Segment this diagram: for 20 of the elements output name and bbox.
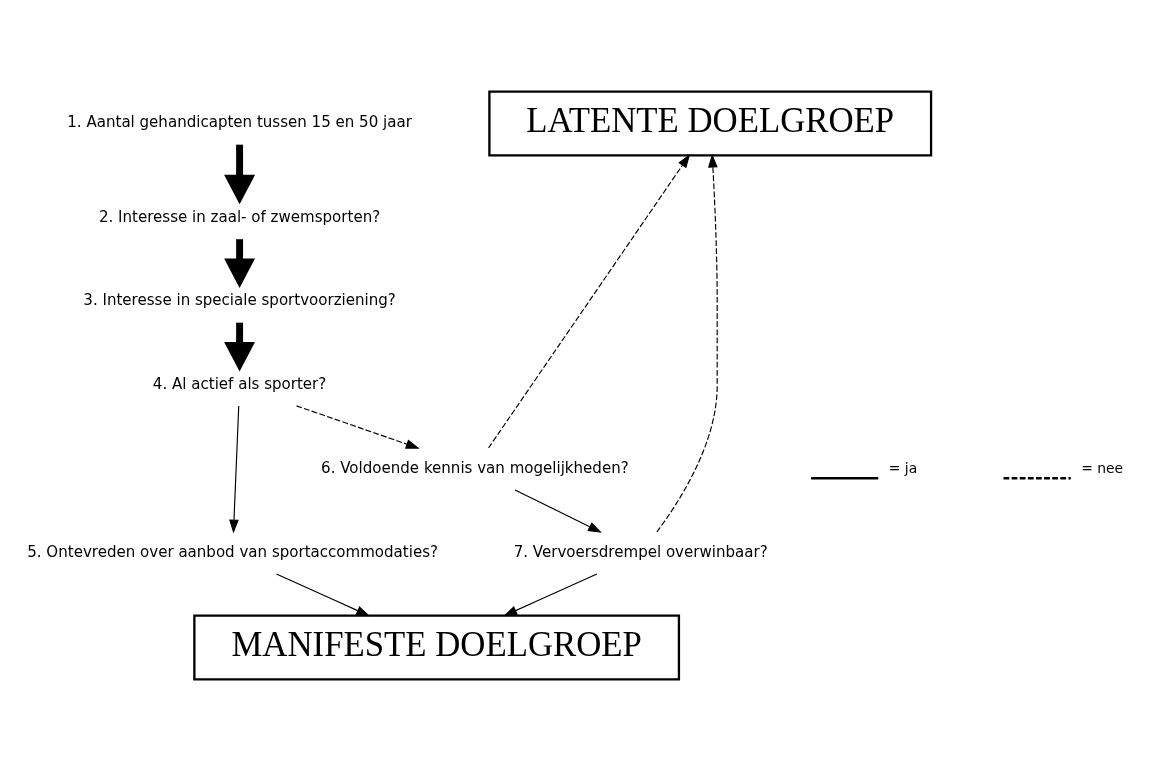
arrow [275, 573, 371, 617]
node-text: 1. Aantal gehandicapten tussen 15 en 50 jaar [67, 113, 412, 132]
legend-label: = nee [1081, 460, 1124, 477]
arrow [229, 405, 240, 534]
arrow [656, 153, 718, 533]
node-text: 6. Voldoende kennis van mogelijkheden? [321, 458, 629, 477]
node-text: 5. Ontevreden over aanbod van sportaccommodaties? [27, 542, 439, 561]
arrow [503, 573, 598, 617]
node-box: MANIFESTE DOELGROEP [193, 614, 681, 681]
node-text: 7. Vervoersdrempel overwinbaar? [513, 542, 768, 561]
node-box: LATENTE DOELGROEP [488, 90, 933, 157]
arrow [224, 322, 256, 372]
node-text: 3. Interesse in speciale sportvoorziening? [83, 291, 396, 310]
arrow [514, 489, 602, 533]
arrow [295, 405, 420, 449]
arrow [224, 144, 256, 205]
node-text: 2. Interesse in zaal- of zwemsporten? [98, 207, 381, 226]
legend-label: = ja [888, 460, 918, 477]
node-text: 4. Al actief als sporter? [152, 374, 327, 393]
arrow [488, 154, 691, 449]
